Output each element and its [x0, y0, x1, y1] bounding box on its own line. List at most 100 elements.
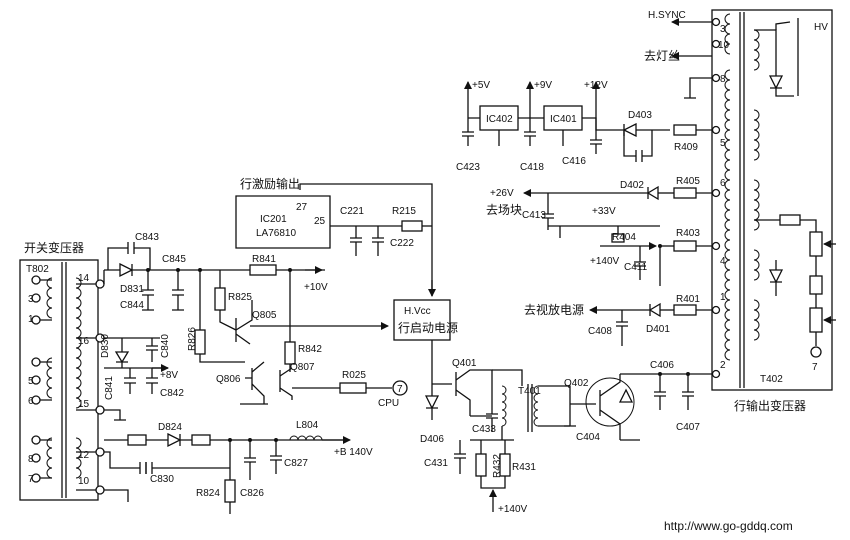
regulator-section — [462, 81, 716, 346]
c222-label: C222 — [390, 238, 414, 249]
t402-pin-6: 6 — [720, 178, 726, 189]
c408-label: C408 — [588, 326, 612, 337]
r842-label: R842 — [298, 344, 322, 355]
c845-label: C845 — [162, 254, 186, 265]
q807-label: Q807 — [290, 362, 315, 373]
to-filament-label: 去灯丝 — [644, 49, 680, 63]
horizontal-output-stage — [424, 340, 716, 512]
t802-pin-15: 15 — [78, 399, 90, 410]
c416-label: C416 — [562, 156, 586, 167]
l804-label: L804 — [296, 420, 319, 431]
r825-label: R825 — [228, 292, 252, 303]
ic201-pin-25: 25 — [314, 216, 326, 227]
c843-label: C843 — [135, 232, 159, 243]
t402-pin-5: 5 — [720, 138, 726, 149]
c407-label: C407 — [676, 422, 700, 433]
c404-label: C404 — [576, 432, 600, 443]
d831-label: D831 — [120, 284, 144, 295]
c221-label: C221 — [340, 206, 364, 217]
r824-label: R824 — [196, 488, 220, 499]
c842-label: C842 — [160, 388, 184, 399]
h-start-power-label: 行启动电源 — [398, 321, 458, 335]
v140-bottom-label: +140V — [498, 504, 528, 515]
c413-label: C413 — [522, 210, 546, 221]
r404-label: R404 — [612, 232, 636, 243]
t402-pin-8: 8 — [720, 74, 726, 85]
r405-label: R405 — [676, 176, 700, 187]
r403-label: R403 — [676, 228, 700, 239]
r409-label: R409 — [674, 142, 698, 153]
t802-pin-6: 6 — [28, 396, 34, 407]
q805-label: Q805 — [252, 310, 277, 321]
q402-label: Q402 — [564, 378, 589, 389]
c827-label: C827 — [284, 458, 308, 469]
r432-label: R432 — [492, 454, 503, 478]
c841-label: C841 — [104, 376, 115, 400]
ic402-label: IC402 — [486, 114, 513, 125]
t402-pin-4: 4 — [720, 256, 726, 267]
t402-pin-1: 1 — [720, 292, 726, 303]
c844-label: C844 — [120, 300, 144, 311]
v26-label: +26V — [490, 188, 514, 199]
t402-pin-10: 10 — [718, 40, 730, 51]
d403-label: D403 — [628, 110, 652, 121]
c826-label: C826 — [240, 488, 264, 499]
v33-label: +33V — [592, 206, 616, 217]
t802-pin-14: 14 — [78, 273, 90, 284]
ic201-pin-27: 27 — [296, 202, 308, 213]
c840-label: C840 — [160, 334, 171, 358]
t802-pin-16: 16 — [78, 336, 90, 347]
t802-pin-12: 12 — [78, 450, 90, 461]
switch-transformer-t802 — [19, 259, 105, 501]
t802-pin-10: 10 — [78, 476, 90, 487]
c433-label: C433 — [472, 424, 496, 435]
b140-label: +B 140V — [334, 447, 373, 458]
t402-pin-7: 7 — [812, 362, 818, 373]
v9-label: +9V — [534, 80, 552, 91]
v8-label: +8V — [160, 370, 178, 381]
c423-label: C423 — [456, 162, 480, 173]
c431-label: C431 — [424, 458, 448, 469]
t402-pin-2: 2 — [720, 360, 726, 371]
t802-pin-7: 7 — [28, 474, 34, 485]
ic201-label: IC201 — [260, 214, 287, 225]
c406-label: C406 — [650, 360, 674, 371]
v140-input-label: +140V — [590, 256, 620, 267]
t802-pin-1: 1 — [28, 314, 34, 325]
t802-label: T802 — [26, 264, 49, 275]
d406-label: D406 — [420, 434, 444, 445]
t802-pin-8: 8 — [28, 454, 34, 465]
h-drive-output-label: 行激励输出 — [240, 176, 300, 191]
power-supply-wiring — [103, 242, 408, 514]
v12-label: +12V — [584, 80, 608, 91]
d401-label: D401 — [646, 324, 670, 335]
v10-label: +10V — [304, 282, 328, 293]
flyback-transformer-t402 — [671, 9, 836, 391]
r215-label: R215 — [392, 206, 416, 217]
h-sync-label: H.SYNC — [648, 10, 686, 21]
q806-label: Q806 — [216, 374, 241, 385]
v5-label: +5V — [472, 80, 490, 91]
ic201-block — [235, 183, 451, 341]
t402-label: T402 — [760, 374, 783, 385]
r841-label: R841 — [252, 254, 276, 265]
r401-label: R401 — [676, 294, 700, 305]
flyback-transformer-title: 行输出变压器 — [734, 398, 806, 413]
d830-label: D830 — [100, 334, 111, 358]
r431-label: R431 — [512, 462, 536, 473]
cpu-pin-7: 7 — [397, 384, 403, 395]
la76810-label: LA76810 — [256, 228, 296, 239]
ic401-label: IC401 — [550, 114, 577, 125]
website-url: http://www.go-gddq.com — [664, 519, 793, 533]
video-power-label: 去视放电源 — [524, 302, 584, 317]
hv-label: HV — [814, 22, 828, 33]
switch-transformer-title: 开关变压器 — [24, 240, 84, 255]
c411-label: C411 — [624, 262, 648, 273]
field-block-label: 去场块 — [486, 203, 522, 217]
cpu-label: CPU — [378, 398, 399, 409]
hvcc-label: H.Vcc — [404, 306, 431, 317]
c418-label: C418 — [520, 162, 544, 173]
r025-label: R025 — [342, 370, 366, 381]
t401-label: T401 — [518, 386, 541, 397]
